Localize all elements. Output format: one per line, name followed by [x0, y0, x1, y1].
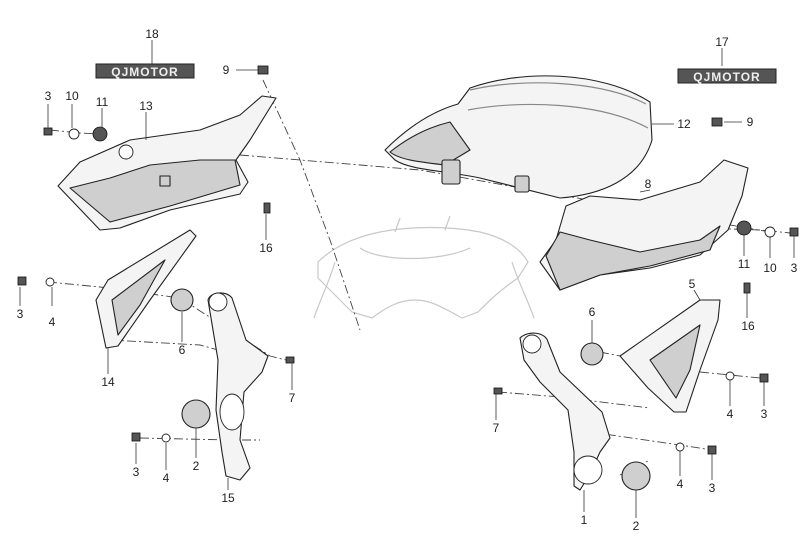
callout-3-c: 3 — [133, 465, 140, 479]
callout-8: 8 — [645, 177, 652, 191]
logo-badge-right: QJMOTOR — [677, 68, 777, 84]
logo-badge-left: QJMOTOR — [95, 63, 195, 79]
callout-3-e: 3 — [761, 407, 768, 421]
left-upper-cover — [57, 95, 277, 231]
callout-3-f: 3 — [709, 481, 716, 495]
logo-text-left: QJMOTOR — [111, 65, 178, 79]
callout-10-left: 10 — [65, 89, 79, 103]
callout-3-b: 3 — [17, 307, 24, 321]
callout-13: 13 — [139, 99, 153, 113]
callout-14: 14 — [101, 375, 115, 389]
callout-5: 5 — [689, 277, 696, 291]
callout-6-left: 6 — [179, 343, 186, 357]
right-bracket — [519, 332, 611, 491]
right-side-cover — [619, 299, 721, 413]
callout-3-d: 3 — [791, 261, 798, 275]
leader-lines — [19, 40, 795, 518]
callout-10-right: 10 — [763, 261, 777, 275]
callout-labels: 18 9 3 10 11 13 16 3 4 6 14 7 3 4 2 15 1… — [17, 27, 798, 533]
callout-4-c: 4 — [727, 407, 734, 421]
callout-17: 17 — [715, 35, 729, 49]
callout-9-left: 9 — [223, 63, 230, 77]
callout-2-right: 2 — [633, 519, 640, 533]
callout-2-left: 2 — [193, 459, 200, 473]
callout-4-d: 4 — [677, 477, 684, 491]
callout-3-a: 3 — [45, 89, 52, 103]
logo-text-right: QJMOTOR — [693, 70, 760, 84]
right-upper-cover — [539, 159, 749, 291]
callout-6-right: 6 — [589, 305, 596, 319]
callout-15: 15 — [221, 491, 235, 505]
seat — [384, 75, 653, 199]
callout-11-left: 11 — [96, 95, 109, 109]
callout-16-left: 16 — [259, 241, 273, 255]
callout-9-right: 9 — [747, 115, 754, 129]
fasteners — [17, 65, 799, 455]
frame-ghost — [313, 215, 535, 319]
callout-4-b: 4 — [163, 471, 170, 485]
callout-11-right: 11 — [738, 257, 751, 271]
callout-7-right: 7 — [493, 421, 500, 435]
callout-4-a: 4 — [49, 315, 56, 329]
callout-18: 18 — [145, 27, 159, 41]
callout-12: 12 — [677, 117, 691, 131]
grommets — [170, 288, 651, 491]
callout-1: 1 — [581, 513, 588, 527]
left-bracket — [207, 292, 269, 481]
callout-16-right: 16 — [741, 319, 755, 333]
left-side-cover — [95, 229, 197, 349]
callout-7-left: 7 — [289, 391, 296, 405]
